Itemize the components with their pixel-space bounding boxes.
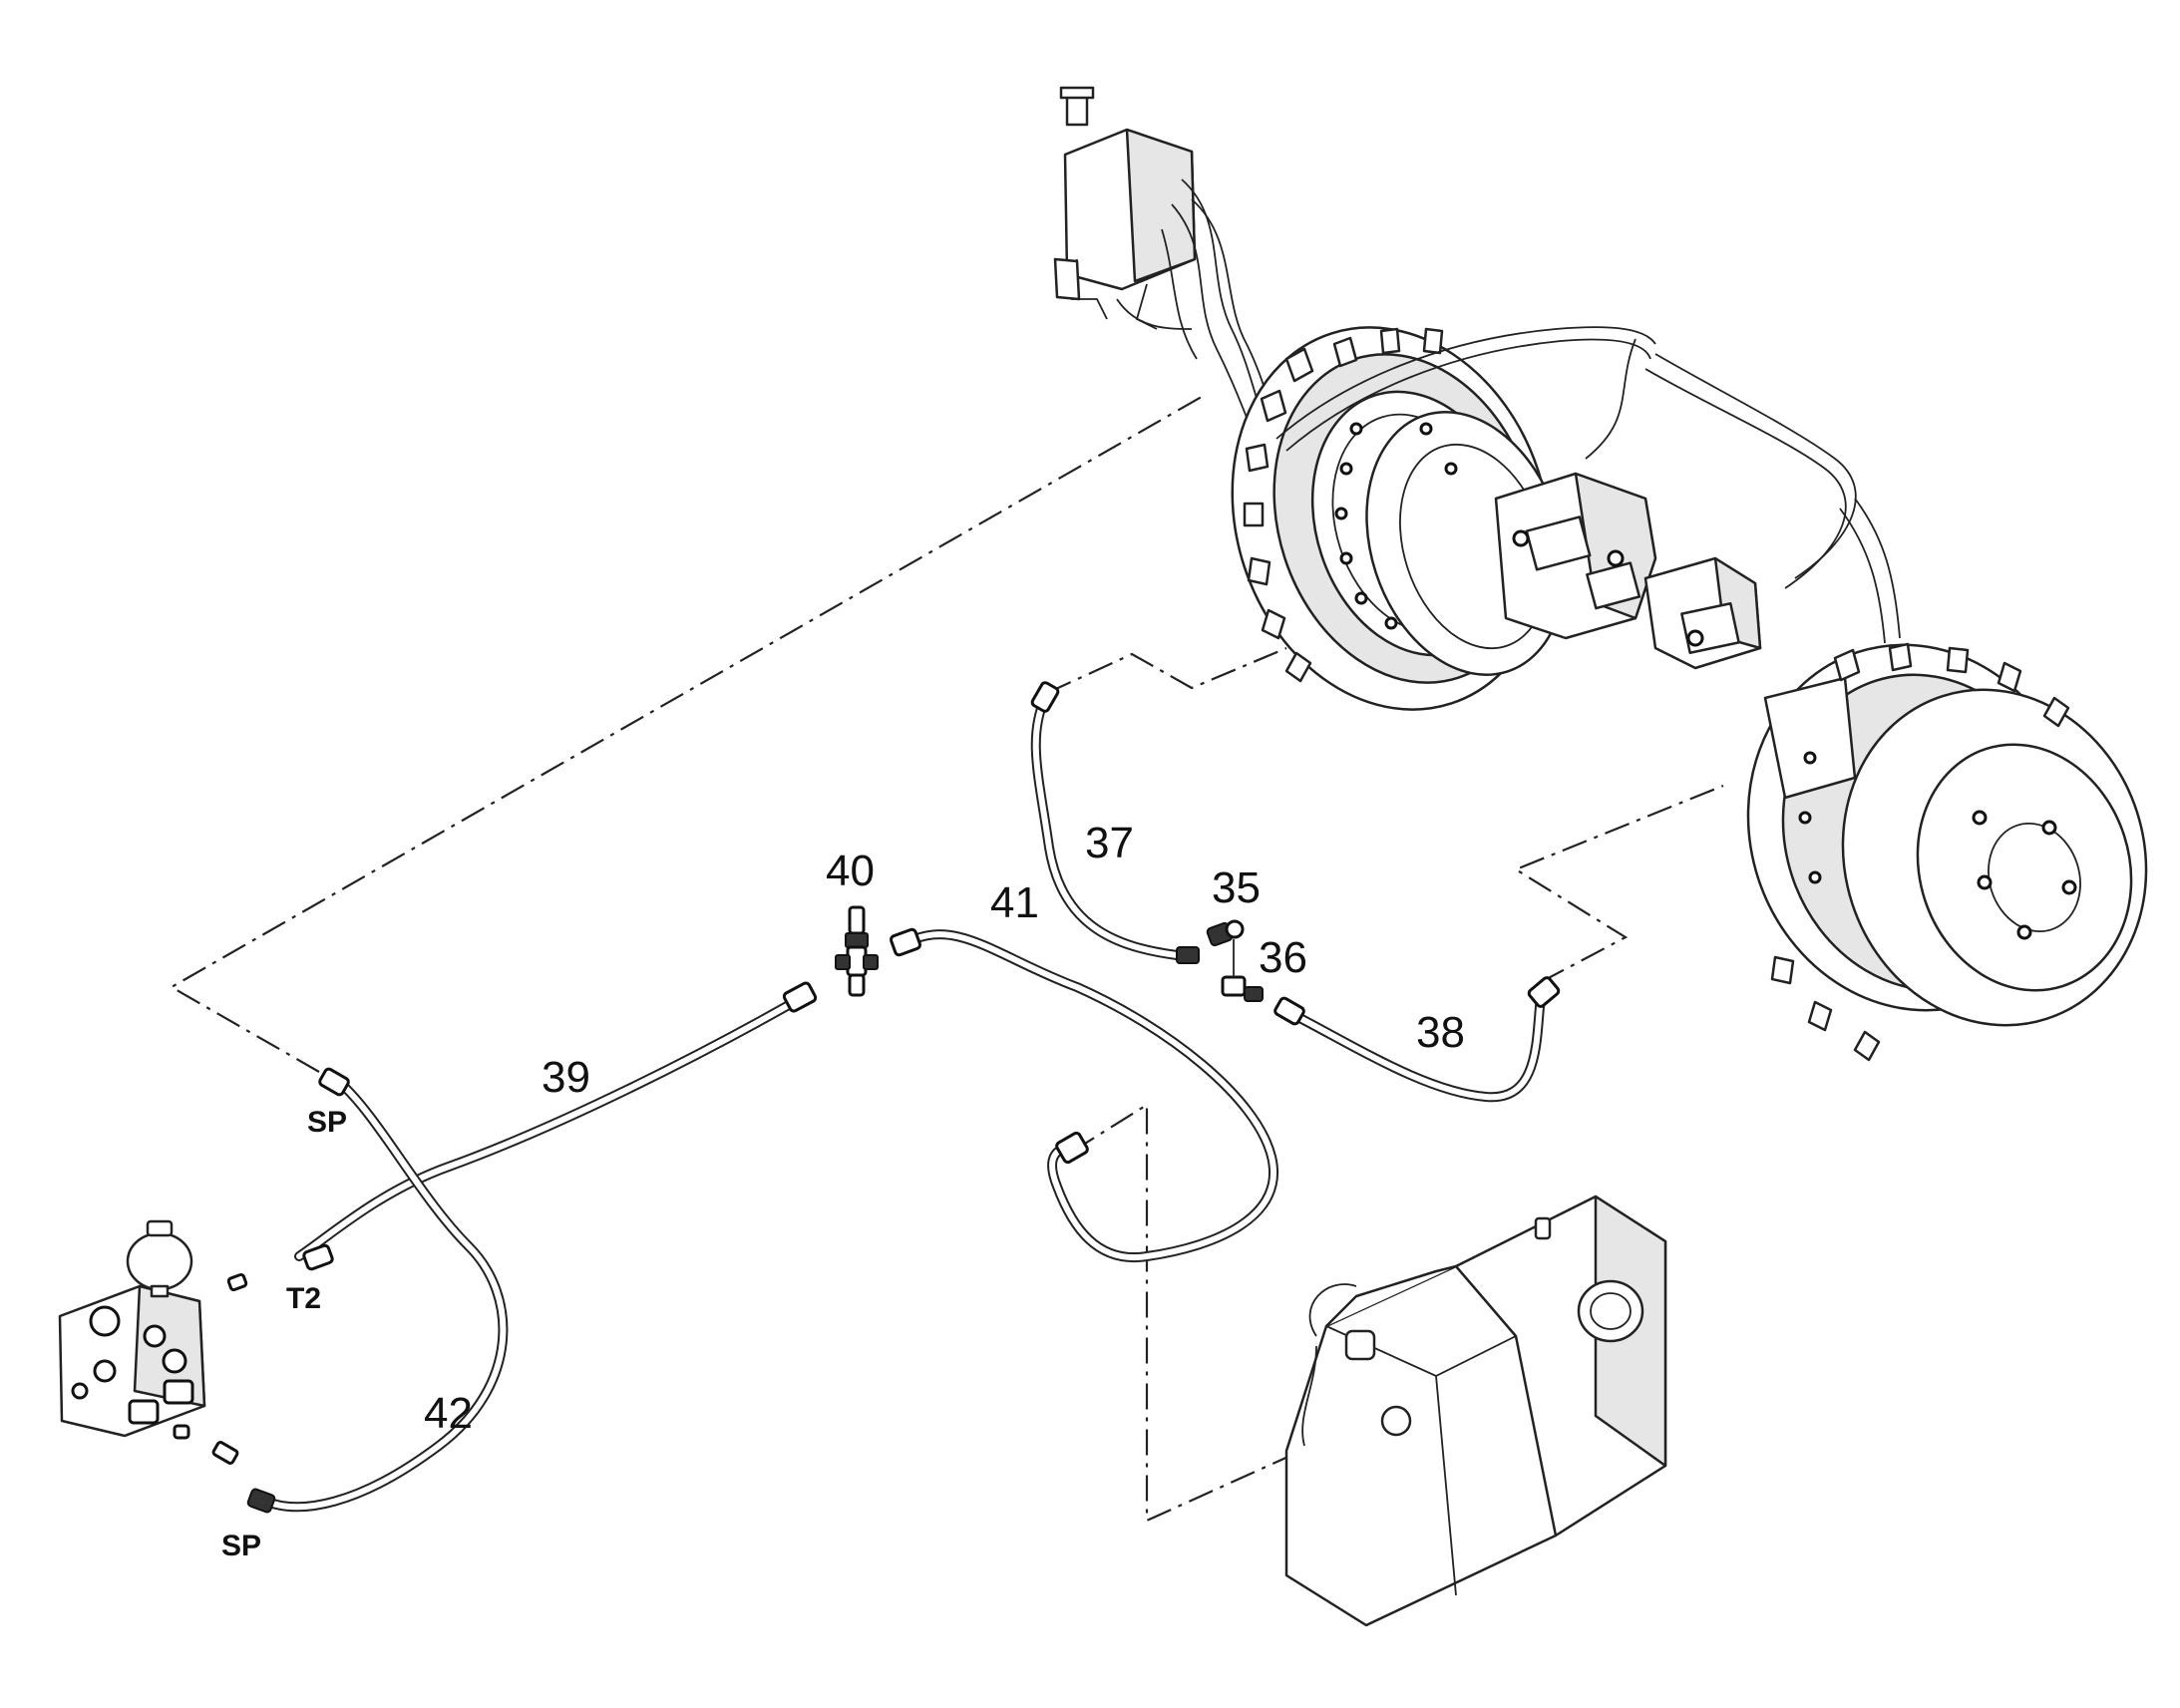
left-hub-bolts bbox=[1334, 422, 1458, 630]
axle-interconnect-hoses bbox=[1275, 326, 1901, 644]
callout-42: 42 bbox=[424, 1389, 473, 1438]
port-label-sp-lower: SP bbox=[221, 1530, 261, 1562]
callout-41: 41 bbox=[990, 878, 1039, 927]
port-label-t2: T2 bbox=[286, 1282, 321, 1315]
hose-38 bbox=[1273, 976, 1561, 1103]
hose-37 bbox=[1030, 681, 1200, 964]
hose-42 bbox=[246, 1067, 509, 1514]
hose-39 bbox=[294, 981, 818, 1271]
right-sprocket-teeth bbox=[1770, 642, 2070, 1062]
fitting-35 bbox=[1206, 919, 1245, 947]
hydraulic-tank bbox=[1284, 1195, 1667, 1627]
center-drive-motor bbox=[1494, 472, 1762, 670]
callout-40: 40 bbox=[826, 847, 875, 895]
tee-fitting-36 bbox=[1221, 939, 1264, 1002]
hose-41 bbox=[889, 927, 1278, 1263]
port-label-sp-upper: SP bbox=[307, 1106, 347, 1139]
callout-38: 38 bbox=[1416, 1008, 1465, 1057]
left-final-drive bbox=[1231, 326, 1567, 711]
manifold-block bbox=[58, 1219, 248, 1465]
callout-39: 39 bbox=[542, 1053, 590, 1102]
callout-37: 37 bbox=[1085, 819, 1134, 867]
callout-labels: 35 36 37 38 39 40 41 42 bbox=[424, 819, 1465, 1438]
callout-35: 35 bbox=[1212, 863, 1261, 912]
right-final-drive bbox=[1746, 642, 2148, 1062]
leader-lines bbox=[169, 393, 1724, 1523]
callout-36: 36 bbox=[1259, 933, 1307, 982]
right-hub-bolts bbox=[1798, 751, 2077, 940]
control-block-assembly bbox=[1053, 86, 1287, 450]
valve-40 bbox=[835, 905, 879, 997]
port-labels: SP T2 SP bbox=[221, 1106, 347, 1562]
left-sprocket-teeth bbox=[1243, 327, 1444, 683]
